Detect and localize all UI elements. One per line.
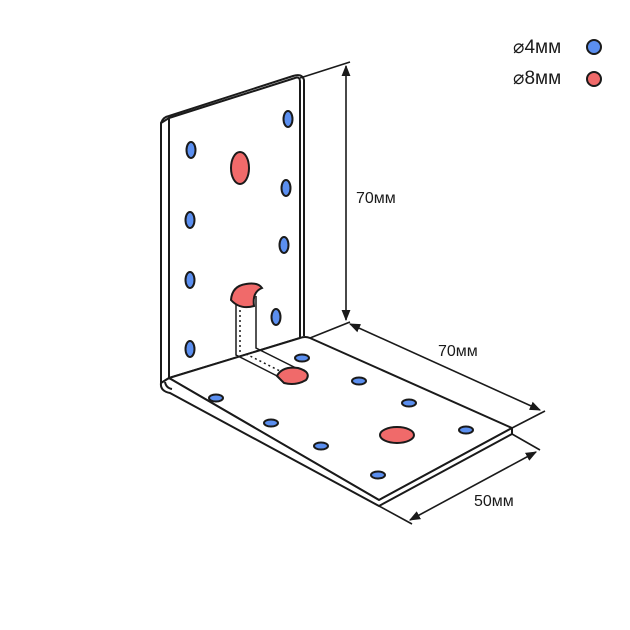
small-holes-vertical [184,110,294,358]
small-hole [280,179,292,197]
dimension-lines [299,61,546,525]
large-hole-rib-top [229,282,264,309]
large-hole-vertical [230,151,250,185]
small-hole [294,353,310,363]
dimension-width-label: 50мм [474,493,514,510]
legend-label-8mm: ⌀8мм [513,68,561,89]
extension-line-bend [309,321,351,339]
extension-line-top [299,61,351,79]
small-hole [370,470,386,480]
small-hole [184,211,196,229]
extension-line-right [511,433,541,451]
small-hole [401,398,417,408]
small-hole [270,308,282,326]
small-hole [351,376,367,386]
small-hole [282,110,294,128]
bracket [159,74,513,507]
large-holes [229,151,415,444]
legend-dot-8mm [586,71,602,87]
dimension-depth-line [348,323,542,411]
extension-line-front [378,505,413,525]
large-hole-rib-bottom [275,366,309,385]
small-hole [184,271,196,289]
small-hole [208,393,224,403]
large-hole-horizontal [379,426,415,444]
vertical-plate [168,76,301,379]
small-hole [458,425,474,435]
small-hole [278,236,290,254]
small-hole [313,441,329,451]
extension-line-back [511,410,546,429]
legend-dot-4mm [586,39,602,55]
legend: ⌀4мм ⌀8мм [513,37,602,89]
small-hole [184,340,196,358]
rib-outline [235,300,286,381]
small-hole [185,141,197,159]
bend-line [164,381,173,390]
vertical-plate-edge [160,117,170,384]
dimension-height-label: 70мм [356,190,396,207]
legend-label-4mm: ⌀4мм [513,37,561,58]
dimension-depth-label: 70мм [438,343,478,360]
dimension-width-line [409,451,537,521]
rib-outline-right [255,296,301,371]
small-hole [263,418,279,428]
